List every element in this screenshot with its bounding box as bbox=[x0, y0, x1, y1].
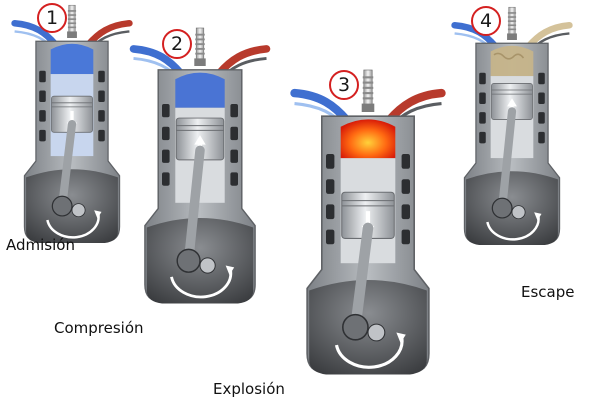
rotation-arrowhead bbox=[225, 265, 235, 275]
cooling-slot bbox=[98, 110, 105, 122]
spark-plug-rib bbox=[507, 16, 517, 18]
rotation-arrow bbox=[46, 213, 100, 239]
cooling-slot bbox=[538, 72, 545, 85]
combustion-chamber bbox=[490, 45, 534, 77]
stroke-number-1: 1 bbox=[37, 3, 67, 33]
connecting-rod bbox=[350, 222, 374, 333]
stroke-label-escape: Escape bbox=[521, 283, 575, 301]
stroke-label-explosion: Explosión bbox=[213, 380, 285, 398]
spark-plug-rib bbox=[507, 24, 517, 27]
stroke-label-admision: Admisión bbox=[6, 236, 75, 254]
engine-1 bbox=[11, 4, 133, 243]
cooling-slot bbox=[230, 172, 238, 186]
cooling-slot bbox=[479, 131, 486, 144]
piston-arrowhead-up bbox=[507, 98, 517, 107]
cooling-slot bbox=[162, 172, 170, 186]
stroke-number-4: 4 bbox=[471, 6, 501, 36]
cooling-slot bbox=[162, 126, 170, 141]
spark-plug-rib bbox=[195, 52, 205, 55]
spark-plug-rib bbox=[507, 12, 517, 14]
cooling-slot bbox=[162, 149, 170, 163]
spark-plug-rib bbox=[67, 10, 77, 12]
cooling-slot bbox=[39, 110, 46, 122]
rotation-arrowhead bbox=[534, 212, 542, 221]
spark-plug-rib bbox=[362, 81, 374, 84]
spark-plug-nut bbox=[361, 103, 375, 112]
rotation-arrow bbox=[334, 336, 404, 369]
combustion-chamber bbox=[340, 119, 396, 159]
spark-plug-rib bbox=[67, 26, 77, 29]
spark-plug-rib bbox=[362, 92, 374, 95]
engine-2 bbox=[129, 27, 271, 304]
spark-plug-rib bbox=[195, 33, 205, 36]
exhaust-gas bbox=[493, 52, 525, 60]
cooling-slot bbox=[98, 90, 105, 102]
spark-plug-rib bbox=[67, 14, 77, 16]
spark-plug-rib bbox=[195, 38, 205, 41]
crank-pin bbox=[51, 195, 73, 217]
rotation-arrowhead bbox=[396, 332, 406, 343]
cooling-slot bbox=[479, 92, 486, 104]
rotation-arrowhead bbox=[94, 210, 102, 219]
crankshaft bbox=[511, 205, 526, 220]
cooling-slot bbox=[479, 72, 486, 85]
spark-plug-rib bbox=[195, 43, 205, 46]
crank-pin bbox=[491, 197, 513, 219]
spark-plug-rib bbox=[507, 28, 517, 31]
spark-plug-rib bbox=[195, 47, 205, 50]
spark-plug-nut bbox=[67, 31, 77, 38]
spark-plug-rib bbox=[507, 20, 517, 22]
cooling-slot bbox=[538, 131, 545, 144]
cooling-slot bbox=[401, 204, 410, 220]
connecting-rod bbox=[58, 119, 77, 211]
crankshaft bbox=[367, 323, 386, 342]
stroke-number-3: 3 bbox=[329, 70, 359, 100]
stroke-label-compresion: Compresión bbox=[54, 319, 144, 337]
cooling-slot bbox=[326, 154, 335, 169]
cooling-slot bbox=[538, 112, 545, 124]
rotation-arrow bbox=[486, 215, 540, 241]
spark-plug-rib bbox=[362, 97, 374, 100]
cooling-slot bbox=[401, 154, 410, 169]
engine-3 bbox=[290, 69, 446, 375]
cooling-slot bbox=[401, 229, 410, 245]
cooling-slot bbox=[98, 70, 105, 83]
cooling-slot bbox=[230, 104, 238, 118]
stroke-number-2: 2 bbox=[162, 29, 192, 59]
engine-4 bbox=[451, 6, 573, 245]
cooling-slot bbox=[230, 149, 238, 163]
cooling-slot bbox=[326, 204, 335, 220]
spark-plug-rib bbox=[362, 86, 374, 89]
cooling-slot bbox=[538, 92, 545, 104]
crankshaft bbox=[71, 203, 86, 218]
spark-plug-nut bbox=[507, 33, 517, 40]
combustion-chamber bbox=[175, 72, 225, 108]
cooling-slot bbox=[326, 179, 335, 194]
cooling-slot bbox=[98, 129, 105, 142]
cooling-slot bbox=[401, 179, 410, 194]
connecting-rod bbox=[183, 145, 205, 266]
spark-plug-rib bbox=[67, 22, 77, 25]
cooling-slot bbox=[39, 90, 46, 102]
cooling-slot bbox=[162, 104, 170, 118]
cooling-slot bbox=[326, 229, 335, 245]
crankshaft bbox=[199, 257, 216, 274]
rotation-arrow bbox=[170, 269, 233, 299]
crank-pin bbox=[342, 313, 369, 341]
spark-plug-nut bbox=[194, 58, 206, 66]
cooling-slot bbox=[39, 70, 46, 83]
connecting-rod bbox=[498, 107, 517, 213]
cooling-slot bbox=[479, 112, 486, 124]
cooling-slot bbox=[39, 129, 46, 142]
spark-plug-rib bbox=[362, 76, 374, 79]
cooling-slot bbox=[230, 126, 238, 141]
spark-plug-rib bbox=[67, 18, 77, 20]
crank-pin bbox=[176, 248, 201, 273]
piston-arrowhead-up bbox=[194, 135, 206, 145]
combustion-chamber bbox=[50, 43, 94, 75]
